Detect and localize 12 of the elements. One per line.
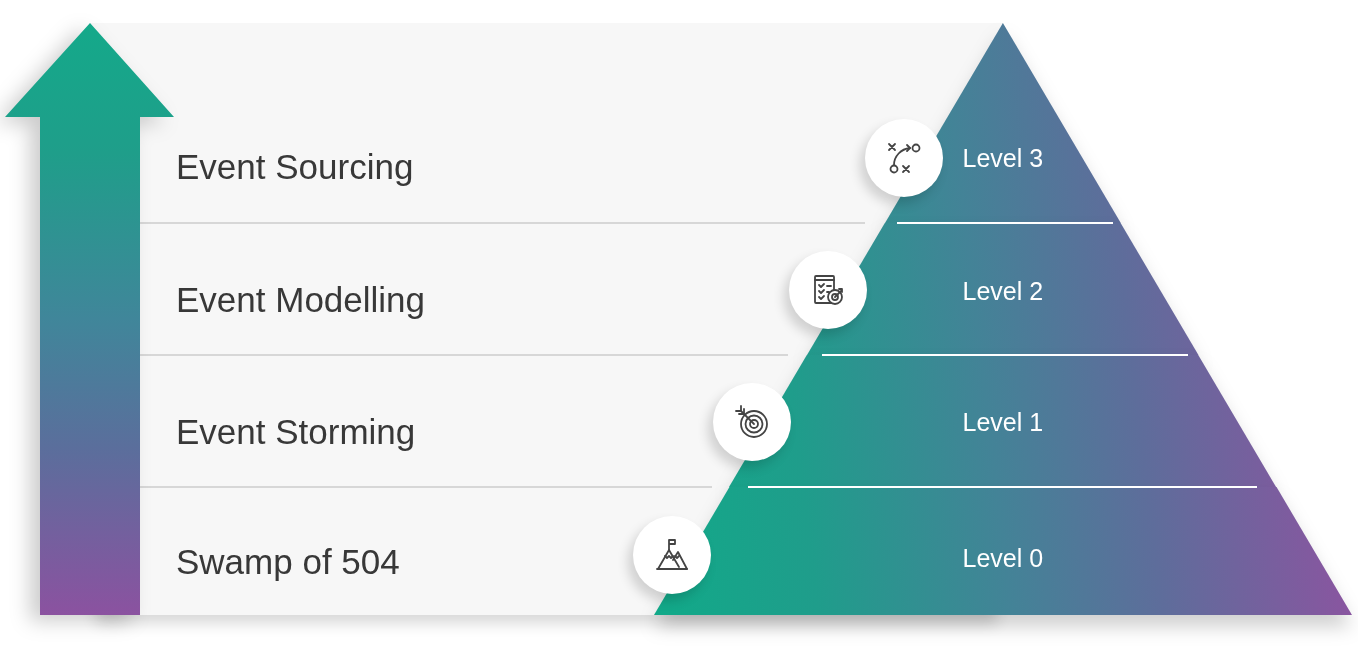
row-label: Event Modelling xyxy=(176,280,426,320)
level-label: Level 2 xyxy=(962,276,1044,306)
pyramid-band xyxy=(654,487,1352,615)
pyramid-band xyxy=(729,355,1277,487)
level-label: Level 1 xyxy=(962,407,1044,437)
row-label: Swamp of 504 xyxy=(176,542,400,582)
pyramid-band xyxy=(885,23,1121,223)
level-label: Level 0 xyxy=(962,543,1044,573)
row-label: Event Sourcing xyxy=(176,147,414,187)
level-label: Level 3 xyxy=(962,143,1044,173)
row-label: Event Storming xyxy=(176,412,416,452)
pyramid-band xyxy=(807,223,1199,355)
